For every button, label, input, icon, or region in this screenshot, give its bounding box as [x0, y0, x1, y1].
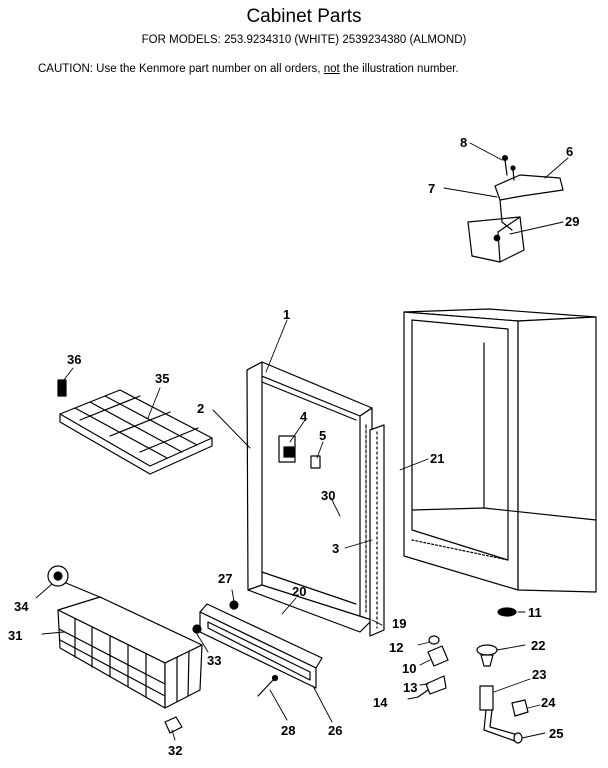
wire-basket — [57, 596, 203, 709]
callout-36: 36 — [67, 352, 81, 367]
callout-19: 19 — [392, 616, 406, 631]
page-title: Cabinet Parts — [246, 6, 362, 27]
callout-23: 23 — [532, 667, 546, 682]
callout-25: 25 — [549, 726, 563, 741]
callout-35: 35 — [155, 371, 169, 386]
basket-hook — [47, 565, 103, 599]
caution-emphasis: not — [323, 63, 340, 75]
callout-32: 32 — [168, 743, 182, 758]
caution-text: CAUTION: Use the Kenmore part number on … — [38, 63, 324, 75]
toe-grille — [192, 600, 323, 689]
callout-28: 28 — [281, 723, 295, 738]
part-5-clip — [310, 455, 321, 469]
callout-7: 7 — [428, 181, 435, 196]
callout-33: 33 — [207, 653, 221, 668]
callout-24: 24 — [541, 695, 556, 710]
callout-12: 12 — [389, 640, 403, 655]
drain-and-leveler-parts — [164, 607, 529, 744]
hinge-assembly — [467, 155, 564, 263]
gasket-strip — [369, 424, 385, 637]
callout-5: 5 — [319, 428, 326, 443]
caution-text-end: the illustration number. — [339, 63, 459, 75]
callout-4: 4 — [300, 409, 308, 424]
callout-22: 22 — [531, 638, 545, 653]
callout-11: 11 — [528, 605, 542, 620]
part-4-block — [283, 446, 295, 458]
callout-27: 27 — [218, 571, 232, 586]
callout-8: 8 — [460, 135, 467, 150]
callout-34: 34 — [14, 599, 29, 614]
callout-13: 13 — [403, 680, 417, 695]
callout-1: 1 — [283, 307, 290, 322]
callout-2: 2 — [197, 401, 204, 416]
models-line: FOR MODELS: 253.9234310 (WHITE) 25392343… — [141, 34, 467, 46]
callout-29: 29 — [565, 214, 579, 229]
freezer-shelf — [57, 379, 213, 475]
callout-26: 26 — [328, 723, 342, 738]
callout-21: 21 — [430, 451, 444, 466]
callout-6: 6 — [566, 144, 573, 159]
leader-lines — [35, 142, 569, 741]
callout-31: 31 — [8, 628, 22, 643]
callout-10: 10 — [402, 661, 416, 676]
callout-30: 30 — [321, 488, 335, 503]
cabinet-shell — [403, 308, 597, 593]
callout-20: 20 — [292, 584, 306, 599]
callout-3: 3 — [332, 541, 339, 556]
caution-note: CAUTION: Use the Kenmore part number on … — [38, 63, 459, 75]
door-frame — [246, 361, 373, 633]
callout-14: 14 — [373, 695, 388, 710]
